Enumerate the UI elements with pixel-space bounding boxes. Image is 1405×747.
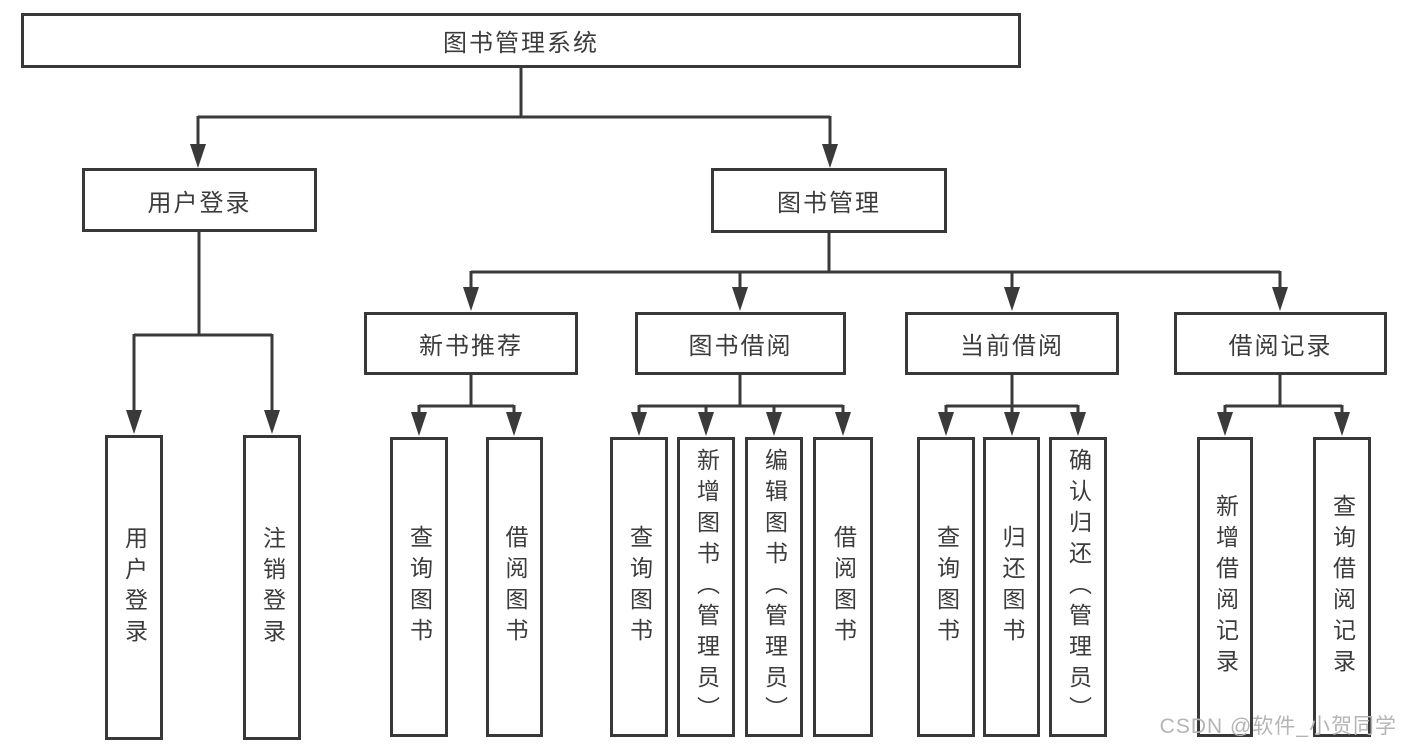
- leaf-label: 确认归还（管理员）: [1065, 447, 1092, 727]
- leaf-label: 新增借阅记录: [1212, 494, 1239, 680]
- leaf-label: 查询图书: [626, 525, 653, 649]
- node-book-borrow: 图书借阅: [635, 312, 846, 375]
- leaf-label: 查询借阅记录: [1329, 494, 1356, 680]
- node-label: 图书管理系统: [443, 30, 599, 57]
- leaf-query-book-current: 查询图书: [917, 437, 975, 737]
- node-library-system: 图书管理系统: [21, 13, 1021, 68]
- node-label: 图书管理: [777, 190, 881, 217]
- node-label: 当前借阅: [960, 333, 1064, 360]
- leaf-label: 借阅图书: [502, 525, 528, 649]
- node-book-management: 图书管理: [711, 168, 947, 233]
- leaf-label: 编辑图书（管理员）: [761, 447, 788, 727]
- leaf-confirm-return-admin: 确认归还（管理员）: [1049, 437, 1107, 737]
- leaf-borrow-book: 借阅图书: [813, 437, 873, 737]
- node-current-borrow: 当前借阅: [905, 312, 1119, 375]
- leaf-label: 归还图书: [999, 525, 1025, 649]
- leaf-label: 查询图书: [933, 525, 960, 649]
- leaf-label: 查询图书: [406, 525, 433, 649]
- leaf-query-borrow-record: 查询借阅记录: [1313, 437, 1371, 737]
- node-user-login: 用户登录: [82, 168, 317, 232]
- leaf-query-book-borrow: 查询图书: [610, 437, 668, 737]
- leaf-label: 注销登录: [259, 525, 286, 650]
- leaf-return-book: 归还图书: [983, 437, 1040, 737]
- node-new-book-recommend: 新书推荐: [364, 312, 578, 375]
- leaf-edit-book-admin: 编辑图书（管理员）: [745, 437, 803, 737]
- leaf-label: 借阅图书: [830, 525, 857, 649]
- node-label: 用户登录: [147, 189, 252, 217]
- leaf-borrow-book-recommend: 借阅图书: [486, 437, 543, 737]
- leaf-logout: 注销登录: [243, 435, 301, 740]
- leaf-label: 用户登录: [121, 525, 148, 650]
- node-label: 借阅记录: [1228, 333, 1333, 360]
- leaf-add-book-admin: 新增图书（管理员）: [677, 437, 735, 737]
- leaf-label: 新增图书（管理员）: [693, 447, 720, 727]
- csdn-watermark: CSDN @软件_小贺同学: [1159, 715, 1397, 738]
- node-borrow-record: 借阅记录: [1174, 312, 1387, 375]
- leaf-query-book-recommend: 查询图书: [390, 437, 448, 737]
- leaf-add-borrow-record: 新增借阅记录: [1197, 437, 1253, 737]
- node-label: 图书借阅: [688, 333, 793, 360]
- leaf-user-login: 用户登录: [105, 435, 163, 740]
- node-label: 新书推荐: [419, 333, 523, 360]
